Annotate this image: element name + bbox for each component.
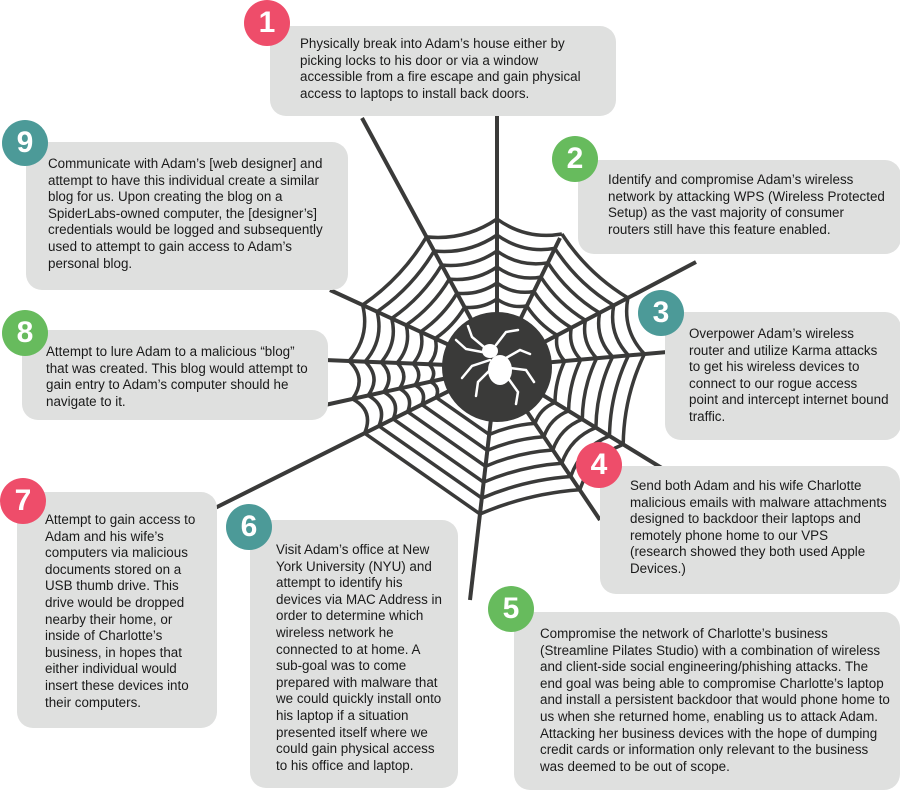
spider-icon: [454, 324, 536, 406]
web-ring: [347, 217, 646, 516]
step-2-text: Identify and compromise Adam’s wireless …: [608, 172, 885, 237]
step-2-badge: 2: [552, 136, 598, 182]
step-5-card: Compromise the network of Charlotte’s bu…: [514, 612, 900, 790]
step-9-text: Communicate with Adam’s [web designer] a…: [48, 156, 323, 271]
step-2-card: Identify and compromise Adam’s wireless …: [578, 160, 900, 254]
web-ring: [395, 265, 599, 468]
step-9-badge: 9: [2, 120, 48, 166]
web-ring: [363, 233, 631, 500]
step-1-text: Physically break into Adam’s house eithe…: [300, 36, 581, 101]
step-3-text: Overpower Adam’s wireless router and uti…: [689, 326, 889, 424]
step-7-badge: 7: [0, 478, 46, 524]
step-8-card: Attempt to lure Adam to a malicious “blo…: [22, 330, 328, 420]
step-6-card: Visit Adam’s office at New York Universi…: [250, 520, 458, 788]
step-8-badge: 8: [2, 310, 48, 356]
step-7-text: Attempt to gain access to Adam and his w…: [45, 512, 196, 710]
step-4-card: Send both Adam and his wife Charlotte ma…: [600, 466, 900, 594]
step-3-badge: 3: [638, 290, 684, 336]
step-7-card: Attempt to gain access to Adam and his w…: [17, 492, 217, 728]
web-ring: [411, 281, 583, 453]
step-3-card: Overpower Adam’s wireless router and uti…: [665, 312, 900, 440]
step-8-text: Attempt to lure Adam to a malicious “blo…: [46, 344, 308, 409]
step-6-text: Visit Adam’s office at New York Universi…: [276, 542, 442, 773]
step-6-badge: 6: [226, 504, 272, 550]
web-ring: [427, 297, 567, 437]
step-1-badge: 1: [244, 0, 290, 46]
step-9-card: Communicate with Adam’s [web designer] a…: [26, 142, 348, 290]
step-5-text: Compromise the network of Charlotte’s bu…: [540, 626, 890, 774]
step-4-text: Send both Adam and his wife Charlotte ma…: [630, 478, 887, 576]
step-1-card: Physically break into Adam’s house eithe…: [270, 26, 616, 116]
step-4-badge: 4: [576, 442, 622, 488]
step-5-badge: 5: [488, 586, 534, 632]
web-ring: [379, 249, 615, 484]
